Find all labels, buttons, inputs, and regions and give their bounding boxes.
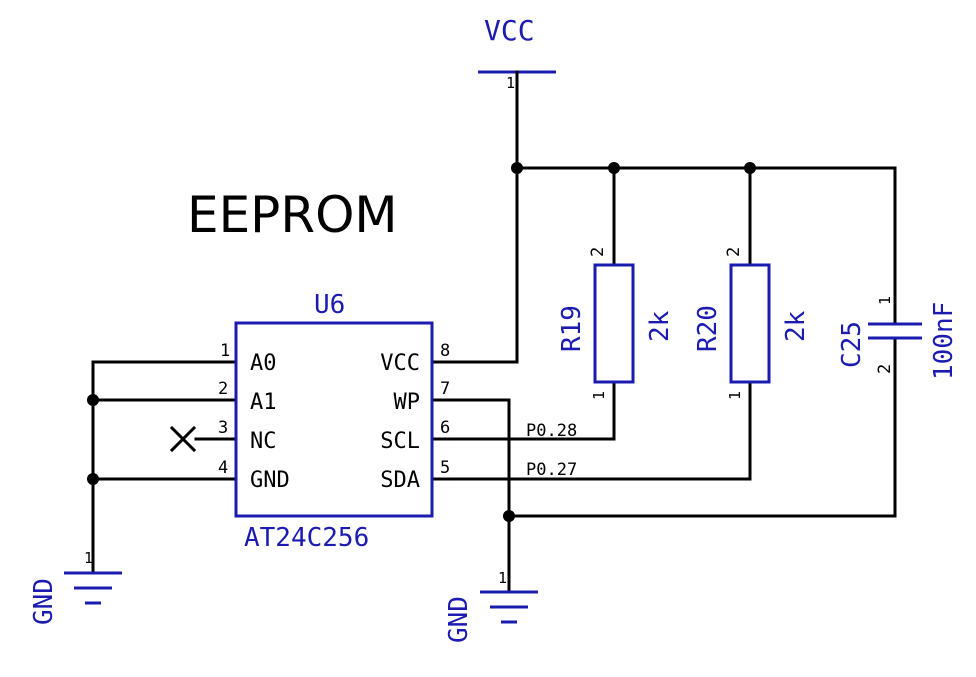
junction-dot bbox=[608, 162, 620, 174]
vcc-pin-number: 1 bbox=[506, 74, 515, 92]
vcc-symbol: VCC 1 bbox=[478, 14, 556, 92]
schematic-title: EEPROM bbox=[187, 186, 398, 244]
junction-dot bbox=[87, 473, 99, 485]
ic-pin-name: NC bbox=[250, 429, 277, 454]
r20-pin-bottom: 1 bbox=[726, 391, 744, 400]
c25-ref: C25 bbox=[837, 321, 867, 368]
ic-pin-name: GND bbox=[250, 468, 290, 493]
junctions bbox=[87, 162, 756, 522]
wires bbox=[91, 70, 897, 594]
r20-ref: R20 bbox=[693, 305, 723, 352]
net-label-sda: P0.27 bbox=[526, 460, 577, 480]
ic-pin-name: SCL bbox=[380, 429, 420, 454]
c25-pin-bottom: 2 bbox=[875, 364, 895, 374]
gnd-label-left: GND bbox=[29, 578, 59, 625]
ic-pin-number: 4 bbox=[218, 458, 228, 478]
r20-pin-top: 2 bbox=[724, 247, 744, 257]
junction-dot bbox=[87, 394, 99, 406]
no-connect-icon bbox=[169, 425, 197, 453]
c25-value: 100nF bbox=[929, 302, 959, 380]
ic-part: AT24C256 bbox=[244, 523, 369, 553]
gnd-symbol-left: 1 GND bbox=[29, 549, 122, 625]
gnd-label-bottom: GND bbox=[444, 596, 474, 643]
ic-pin-name: A0 bbox=[250, 351, 277, 376]
ic-pin-name: WP bbox=[394, 390, 421, 415]
gnd-pin-number: 1 bbox=[84, 549, 93, 567]
r20-value: 2k bbox=[781, 310, 811, 342]
ic-ref: U6 bbox=[314, 290, 345, 320]
gnd-pin-number: 1 bbox=[498, 569, 507, 587]
ic-pin-number: 8 bbox=[440, 341, 450, 361]
ic-pin-name: VCC bbox=[380, 351, 420, 376]
ic-pin-number: 3 bbox=[218, 418, 228, 438]
r19-value: 2k bbox=[645, 310, 675, 342]
junction-dot bbox=[744, 162, 756, 174]
junction-dot bbox=[503, 510, 515, 522]
ic-pin-number: 7 bbox=[440, 379, 450, 399]
gnd-symbol-bottom: 1 GND bbox=[444, 569, 538, 643]
capacitor-c25: 1 2 C25 100nF bbox=[837, 296, 959, 380]
c25-pin-top: 1 bbox=[876, 296, 894, 305]
ic-u6: U6 AT24C256 A0 A1 NC GND VCC WP SCL SDA … bbox=[218, 290, 450, 553]
vcc-label: VCC bbox=[484, 14, 535, 47]
ic-pin-number: 1 bbox=[220, 341, 230, 361]
resistor-r19: 2 1 R19 2k bbox=[557, 247, 675, 400]
r19-ref: R19 bbox=[557, 305, 587, 352]
resistor-r20: 2 1 R20 2k bbox=[693, 247, 811, 400]
r19-pin-top: 2 bbox=[588, 247, 608, 257]
ic-pin-number: 2 bbox=[218, 379, 228, 399]
ic-pin-number: 5 bbox=[440, 458, 450, 478]
ic-pin-number: 6 bbox=[440, 418, 450, 438]
net-label-scl: P0.28 bbox=[526, 421, 577, 441]
r19-pin-bottom: 1 bbox=[590, 391, 608, 400]
ic-pin-name: SDA bbox=[380, 468, 420, 493]
junction-dot bbox=[511, 162, 523, 174]
ic-pin-name: A1 bbox=[250, 390, 277, 415]
